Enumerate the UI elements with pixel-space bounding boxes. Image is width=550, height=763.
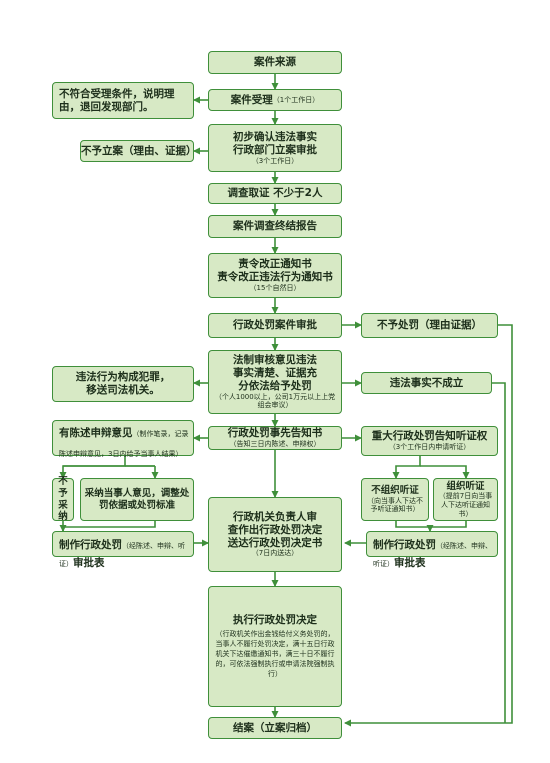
node-review: 行政处罚案件审批 xyxy=(208,313,342,338)
node-prior-notice: 行政处罚事先告知书 （告知三日内陈述、申辩权） xyxy=(208,426,342,450)
node-investigate-label: 调查取证 不少于2人 xyxy=(227,187,323,200)
node-decision-line1: 行政机关负责人审 xyxy=(233,511,317,524)
node-order-line1: 责令改正通知书 xyxy=(238,258,312,271)
node-form-left: 制作行政处罚（经陈述、申辩、听证）审批表 xyxy=(52,531,194,569)
node-accept-time: （1个工作日） xyxy=(272,95,320,104)
node-confirm: 初步确认违法事实 行政部门立案审批 （3个工作日） xyxy=(208,124,342,172)
node-reject: 不符合受理条件，说明理由，退回发现部门。 xyxy=(52,82,194,119)
node-form-right: 制作行政处罚（经陈述、申辩、听证）审批表 xyxy=(366,531,498,569)
node-case-source-label: 案件来源 xyxy=(254,56,296,69)
node-accept-label: 案件受理 xyxy=(230,93,273,106)
arrow-adopt-form xyxy=(59,521,156,532)
node-hearing-notice-label: 重大行政处罚告知听证权 xyxy=(371,430,488,443)
node-decision-line2: 查作出行政处罚决定 xyxy=(227,523,323,536)
node-not-established: 违法事实不成立 xyxy=(361,372,492,394)
node-hold-hearing-label: 组织听证 xyxy=(446,480,485,492)
arrow-no-penalty-close xyxy=(344,324,513,727)
node-no-hearing: 不组织听证 （向当事人下达不予听证通知书） xyxy=(361,478,429,521)
node-order: 责令改正通知书 责令改正违法行为通知书 （15个自然日） xyxy=(208,253,342,298)
node-close: 结案（立案归档） xyxy=(208,717,342,739)
node-crime-line1: 违法行为构成犯罪， xyxy=(75,371,171,384)
node-report: 案件调查终结报告 xyxy=(208,215,342,238)
node-report-label: 案件调查终结报告 xyxy=(233,220,317,233)
node-adopt-label: 采纳当事人意见，调整处罚依据或处罚标准 xyxy=(84,487,190,511)
node-legal-review: 法制审核意见违法 事实清楚、证据充 分依法给予处罚 （个人1000以上，公司1万… xyxy=(208,350,342,414)
node-confirm-time: （3个工作日） xyxy=(251,156,299,165)
node-hold-hearing: 组织听证 （提前7日向当事人下达听证通知书） xyxy=(433,478,498,521)
node-no-hearing-label: 不组织听证 xyxy=(371,485,419,497)
node-form-left-title: 制作行政处罚 xyxy=(59,539,122,551)
node-legal-line2: 事实清楚、证据充 xyxy=(233,367,317,380)
node-case-source: 案件来源 xyxy=(208,51,342,74)
node-crime: 违法行为构成犯罪， 移送司法机关。 xyxy=(52,366,194,402)
node-defense-note: （制作笔录，记录陈述申辩意见，3日内给予当事人结果） xyxy=(59,430,189,458)
arrow-no-hearing-form xyxy=(395,521,434,532)
node-prior-notice-line2: （告知三日内陈述、申辩权） xyxy=(229,440,321,449)
node-not-adopt-label: 不予采纳 xyxy=(58,476,68,523)
node-hearing-notice: 重大行政处罚告知听证权 （3个工作日内申请听证） xyxy=(361,426,498,456)
node-crime-line2: 移送司法机关。 xyxy=(86,384,160,396)
node-no-case-label: 不予立案（理由、证据） xyxy=(81,144,197,157)
node-order-time: （15个自然日） xyxy=(249,284,301,293)
node-adopt: 采纳当事人意见，调整处罚依据或处罚标准 xyxy=(80,478,194,521)
node-hold-hearing-note: （提前7日向当事人下达听证通知书） xyxy=(438,492,493,518)
node-legal-line1: 法制审核意见违法 xyxy=(233,354,317,367)
arrow-not-established-close xyxy=(492,382,506,723)
node-accept: 案件受理 （1个工作日） xyxy=(208,89,342,111)
node-decision-time: （7日内送达） xyxy=(251,549,299,558)
node-form-right-suffix: 审批表 xyxy=(394,557,426,570)
node-investigate: 调查取证 不少于2人 xyxy=(208,183,342,204)
arrow-hold-hearing-form xyxy=(430,521,467,528)
node-no-case: 不予立案（理由、证据） xyxy=(80,140,197,162)
node-execute: 执行行政处罚决定 （行政机关作出金钱给付义务处罚的，当事人不履行处罚决定，满十五… xyxy=(208,586,342,707)
node-not-established-label: 违法事实不成立 xyxy=(389,376,464,389)
arrow-hearing-split xyxy=(392,456,421,479)
node-review-label: 行政处罚案件审批 xyxy=(233,319,317,332)
node-order-line2: 责令改正违法行为通知书 xyxy=(217,271,333,284)
node-defense-title: 有陈述申辩意见 xyxy=(59,427,133,439)
arrow-hearing-split-right xyxy=(420,465,470,479)
node-decision: 行政机关负责人审 查作出行政处罚决定 送达行政处罚决定书 （7日内送达） xyxy=(208,497,342,572)
node-prior-notice-line1: 行政处罚事先告知书 xyxy=(227,427,323,440)
node-form-left-note: （经陈述、申辩、听证） xyxy=(59,542,185,569)
node-no-hearing-note: （向当事人下达不予听证通知书） xyxy=(367,496,423,514)
node-legal-note: （个人1000以上，公司1万元以上上党组会审议） xyxy=(214,392,336,410)
node-execute-note: （行政机关作出金钱给付义务处罚的，当事人不履行处罚决定，满十五日行政机关下达催缴… xyxy=(215,629,335,679)
node-legal-line3: 分依法给予处罚 xyxy=(238,379,312,392)
node-no-penalty: 不予处罚（理由证据） xyxy=(361,313,498,338)
node-close-label: 结案（立案归档） xyxy=(233,721,317,734)
node-form-right-title: 制作行政处罚 xyxy=(373,539,436,551)
node-defense: 有陈述申辩意见（制作笔录，记录陈述申辩意见，3日内给予当事人结果） xyxy=(52,420,194,458)
node-confirm-line1: 初步确认违法事实 xyxy=(233,130,317,143)
node-reject-label: 不符合受理条件，说明理由，退回发现部门。 xyxy=(59,87,175,113)
node-decision-line3: 送达行政处罚决定书 xyxy=(227,536,323,549)
node-execute-label: 执行行政处罚决定 xyxy=(233,613,317,626)
node-form-left-suffix: 审批表 xyxy=(73,557,105,570)
node-confirm-line2: 行政部门立案审批 xyxy=(233,143,317,156)
node-hearing-notice-note: （3个工作日内申请听证） xyxy=(388,443,471,452)
node-not-adopt: 不予采纳 xyxy=(52,476,74,523)
node-no-penalty-label: 不予处罚（理由证据） xyxy=(377,319,482,332)
node-form-right-note: （经陈述、申辩、听证） xyxy=(373,542,492,569)
